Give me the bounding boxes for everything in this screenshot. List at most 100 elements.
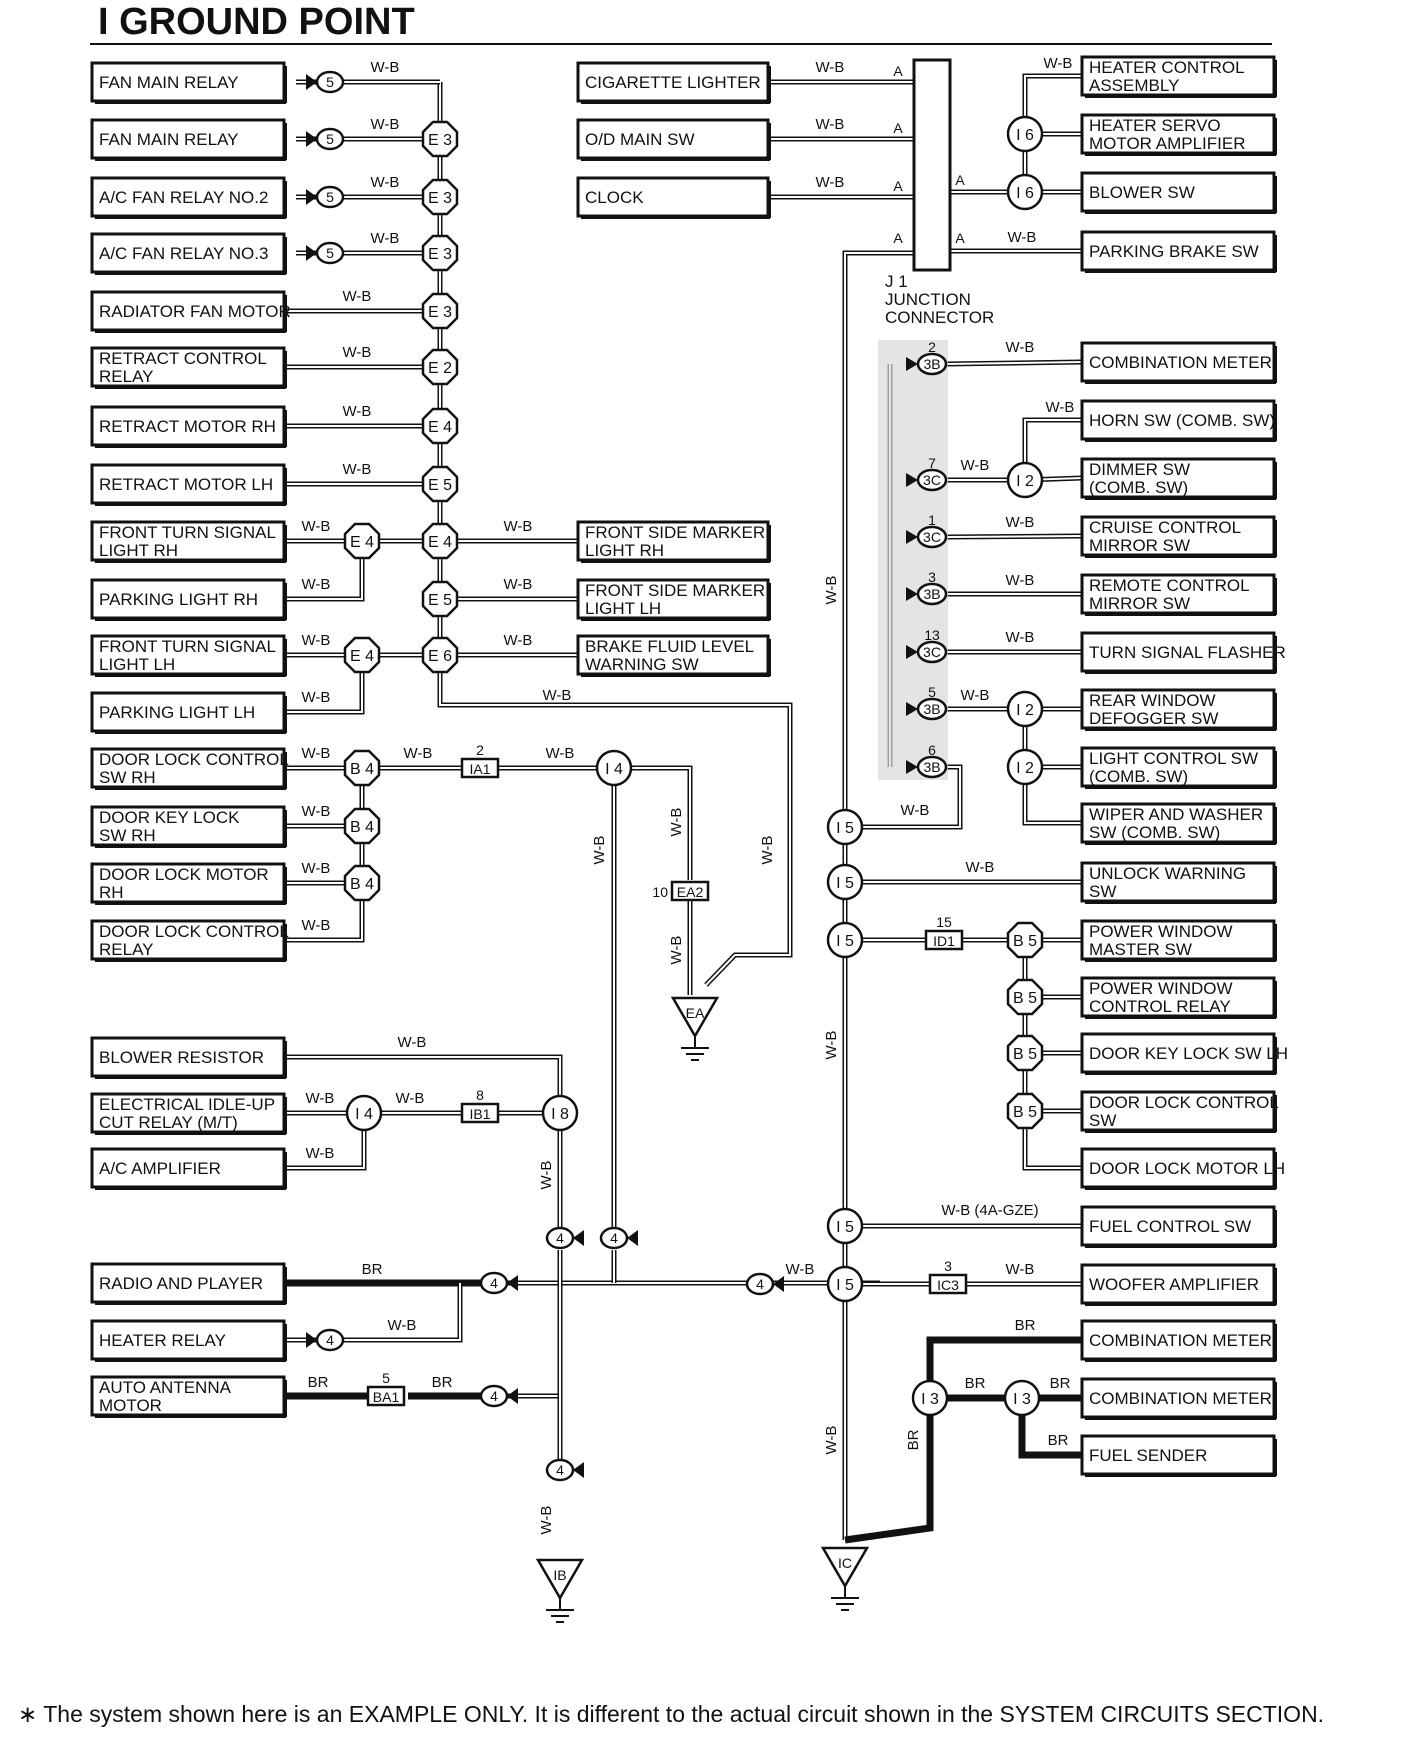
wire-code: W-B: [302, 518, 331, 535]
j1-pin-num-3: 3: [928, 569, 936, 585]
j1-pin-arrow-4: [906, 645, 918, 659]
left-component-2: [90, 176, 286, 218]
right-component-2-label: BLOWER SW: [1089, 183, 1195, 202]
left-component-14-label-2: RH: [99, 883, 124, 902]
pin-4-bus-arrow: [773, 1276, 784, 1292]
right-component-23: [1080, 1434, 1276, 1476]
left-component-21: [90, 1375, 286, 1417]
middle-component-4-label-1: FRONT SIDE MARKER: [585, 581, 765, 600]
middle-component-0-label: CIGARETTE LIGHTER: [585, 73, 761, 92]
j1-pin-num-5: 5: [928, 684, 936, 700]
left-component-6: [90, 405, 286, 447]
connector-ba1: [366, 1385, 406, 1407]
splice-e4-side-lh: [343, 636, 381, 674]
right-component-18: [1080, 1147, 1276, 1189]
splice-b4-0: [343, 749, 381, 787]
splice-i4-top-label: I 4: [605, 761, 623, 778]
connector-ea2: [670, 880, 710, 902]
splice-i4-lower: [345, 1094, 383, 1132]
br-fuel-sender: [1018, 1398, 1082, 1459]
left-component-12-label-2: SW RH: [99, 768, 156, 787]
right-component-5: [1080, 399, 1276, 441]
wire-code: W-B: [371, 230, 400, 247]
wire-code: W-B: [302, 917, 331, 934]
ground-ea-label: EA: [686, 1005, 705, 1021]
right-component-11: [1080, 746, 1276, 788]
wire-code-vertical: W-B: [668, 936, 685, 965]
middle-component-5-label-2: WARNING SW: [585, 655, 699, 674]
ground-ea: [670, 996, 720, 1039]
wire-code: W-B: [306, 1090, 335, 1107]
blower-resistor-wire-core: [284, 1056, 561, 1113]
ground-ic-label: IC: [838, 1555, 852, 1571]
splice-i5-0: [826, 808, 864, 846]
pin-4-i4-arrow: [627, 1230, 638, 1246]
splice-i6-bottom: [1006, 173, 1044, 211]
right-component-15-label-2: CONTROL RELAY: [1089, 997, 1231, 1016]
left-component-0: [90, 61, 286, 103]
junction-j1: [912, 58, 952, 272]
cruise-wire-core: [945, 535, 1083, 538]
splice-b4-1: [343, 807, 381, 845]
page-title: I GROUND POINT: [98, 1, 415, 43]
j1-name: J 1: [885, 272, 908, 291]
middle-component-1: [576, 118, 770, 160]
left-component-3-label: A/C FAN RELAY NO.3: [99, 244, 268, 263]
left-component-1: [90, 118, 286, 160]
splice-i8-label: I 8: [551, 1106, 569, 1123]
right-component-23-label: FUEL SENDER: [1089, 1446, 1207, 1465]
pin-4-i8-arrow: [573, 1230, 584, 1246]
connector-ib1: [460, 1102, 500, 1124]
right-component-20: [1080, 1263, 1276, 1305]
left-component-19-label: RADIO AND PLAYER: [99, 1274, 263, 1293]
pin-4-i4-label: 4: [610, 1230, 618, 1246]
right-component-11-label-1: LIGHT CONTROL SW: [1089, 749, 1258, 768]
splice-i2-c-label: I 2: [1016, 760, 1034, 777]
door-lock-motor-lh-wire-core: [1024, 1111, 1082, 1169]
left-component-21-label-2: MOTOR: [99, 1396, 162, 1415]
wire-code: W-B: [1006, 572, 1035, 589]
splice-i5-3: [826, 1207, 864, 1245]
splice-e-8: [421, 580, 459, 618]
j1-pin-arrow-5: [906, 702, 918, 716]
right-component-2: [1080, 171, 1276, 213]
splice-e-0: [421, 120, 459, 158]
j1-pin-num-4: 13: [924, 627, 940, 643]
pin-4-heater-label: 4: [326, 1332, 334, 1348]
splice-b4-2: [343, 864, 381, 902]
ground-ib-label: IB: [553, 1567, 566, 1583]
right-component-6: [1080, 457, 1276, 499]
left-component-20-label: HEATER RELAY: [99, 1331, 226, 1350]
ac-amp-wire-core: [284, 1113, 365, 1169]
splice-b5-2-label: B 5: [1013, 1046, 1037, 1063]
right-component-8-label-2: MIRROR SW: [1089, 594, 1190, 613]
br-to-ground: [844, 1398, 934, 1544]
right-component-21-label: COMBINATION METER: [1089, 1331, 1272, 1350]
splice-e-3: [421, 292, 459, 330]
wire-code: W-B: [504, 576, 533, 593]
wire-code-vertical: W-B: [759, 836, 776, 865]
wire-code: W-B: [302, 745, 331, 762]
wire-code: W-B: [398, 1034, 427, 1051]
wire-code: W-B: [371, 59, 400, 76]
splice-i8: [541, 1094, 579, 1132]
right-component-3-label: PARKING BRAKE SW: [1089, 242, 1259, 261]
wire-code: W-B: [1006, 514, 1035, 531]
right-component-6-label-2: (COMB. SW): [1089, 478, 1188, 497]
left-component-8-label-2: LIGHT RH: [99, 541, 178, 560]
wire-code: W-B: [1044, 55, 1073, 72]
j1-pin-code-4: 3C: [923, 644, 941, 660]
j1-pin-num-0: 2: [928, 339, 936, 355]
combination-meter-wire-core: [945, 361, 1083, 365]
middle-component-2-label: CLOCK: [585, 188, 644, 207]
pin-5-a-arrow: [306, 74, 317, 90]
left-component-9-label: PARKING LIGHT RH: [99, 590, 258, 609]
right-component-12-label-2: SW (COMB. SW): [1089, 823, 1220, 842]
left-component-5-label-2: RELAY: [99, 367, 154, 386]
middle-component-3: [576, 520, 770, 562]
heater-ctrl-wire-core: [1024, 75, 1082, 192]
left-component-8: [90, 520, 286, 562]
left-component-3: [90, 232, 286, 274]
wire-code: W-B: [966, 859, 995, 876]
pin-5-2-label: 5: [326, 189, 334, 205]
